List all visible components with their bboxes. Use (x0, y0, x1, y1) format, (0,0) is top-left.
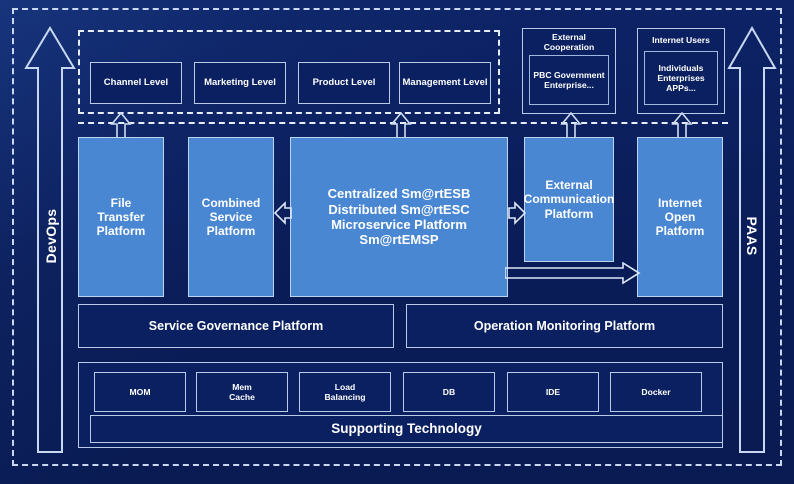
arrow-left-to-combined-service (274, 200, 292, 226)
supporting-item-load-balancing[interactable]: Load Balancing (299, 372, 391, 412)
paas-label: PAAS (744, 216, 760, 256)
internet-open-platform[interactable]: Internet Open Platform (637, 137, 723, 297)
operation-monitoring-platform[interactable]: Operation Monitoring Platform (406, 304, 723, 348)
management-level-box[interactable]: Management Level (399, 62, 491, 104)
paas-arrow (727, 24, 777, 456)
internet-users-inner: Individuals Enterprises APPs... (644, 51, 718, 105)
connector-arrow-external-communication (560, 112, 582, 140)
combined-service-platform[interactable]: Combined Service Platform (188, 137, 274, 297)
product-level-box[interactable]: Product Level (298, 62, 390, 104)
connector-arrow-internet-open (671, 112, 693, 140)
internet-users-group: Internet Users Individuals Enterprises A… (637, 28, 725, 114)
external-cooperation-title: External Cooperation (543, 31, 595, 52)
external-cooperation-group: External Cooperation PBC Government Ente… (522, 28, 616, 114)
channel-level-box[interactable]: Channel Level (90, 62, 182, 104)
external-cooperation-inner: PBC Government Enterprise... (529, 55, 609, 105)
marketing-level-box[interactable]: Marketing Level (194, 62, 286, 104)
supporting-item-ide[interactable]: IDE (507, 372, 599, 412)
file-transfer-platform[interactable]: File Transfer Platform (78, 137, 164, 297)
devops-arrow (24, 24, 76, 456)
arrow-esb-to-internet-open (505, 262, 641, 288)
arrow-right-to-external-communication (508, 200, 526, 226)
supporting-technology-bar[interactable]: Supporting Technology (90, 415, 723, 443)
service-governance-platform[interactable]: Service Governance Platform (78, 304, 394, 348)
consumer-level-zone (78, 30, 500, 114)
connector-arrow-combined-service (390, 112, 412, 140)
outer-dashed-frame (12, 8, 782, 466)
supporting-item-db[interactable]: DB (403, 372, 495, 412)
centralized-esb-platform[interactable]: Centralized Sm@rtESB Distributed Sm@rtES… (290, 137, 508, 297)
supporting-item-docker[interactable]: Docker (610, 372, 702, 412)
external-communication-platform[interactable]: External Communication Platform (524, 137, 614, 262)
devops-label: DevOps (43, 208, 59, 264)
platform-zone-top-divider (78, 122, 728, 124)
supporting-item-mem-cache[interactable]: Mem Cache (196, 372, 288, 412)
connector-arrow-file-transfer (110, 112, 132, 140)
internet-users-title: Internet Users (652, 34, 710, 45)
supporting-item-mom[interactable]: MOM (94, 372, 186, 412)
